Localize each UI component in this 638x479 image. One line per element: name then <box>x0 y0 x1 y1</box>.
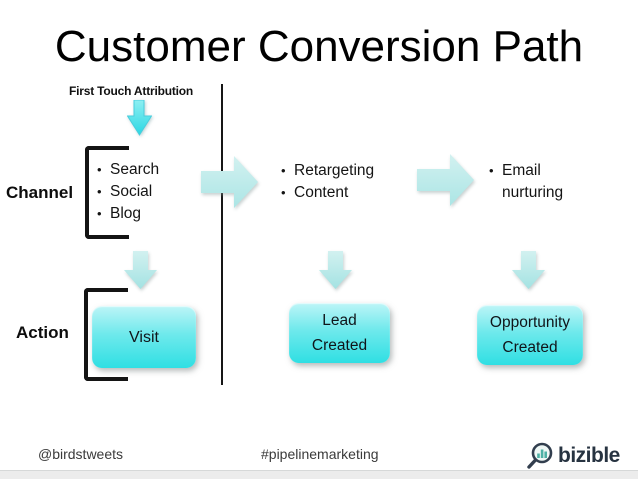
action-bracket <box>84 288 128 381</box>
divider-line <box>221 84 223 385</box>
list-item: • Search <box>97 159 159 181</box>
action-box-line: Created <box>311 337 368 354</box>
action-box-line: Opportunity <box>489 314 571 331</box>
bizible-logo: bizible <box>525 441 620 471</box>
channel-item: Content <box>294 184 349 201</box>
bottom-edge-strip <box>0 470 638 479</box>
twitter-handle: @birdstweets <box>38 446 124 462</box>
channel-row-label: Channel <box>6 183 74 202</box>
down-arrow-icon <box>512 251 545 289</box>
action-box-line: Created <box>502 339 558 356</box>
down-arrow-icon <box>319 251 352 289</box>
channel-item: Social <box>110 183 153 200</box>
list-item: • Email nurturing <box>489 160 580 204</box>
action-row-label: Action <box>16 323 69 342</box>
bullet-icon: • <box>281 163 286 178</box>
action-box-line: Visit <box>129 328 159 346</box>
list-item: • Social <box>97 181 159 203</box>
magnifier-chart-icon <box>527 442 553 469</box>
channel-bracket <box>85 146 129 239</box>
visit-action-box: Visit <box>92 306 196 368</box>
bullet-icon: • <box>489 163 494 178</box>
channel-item: Email nurturing <box>502 162 564 201</box>
down-arrow-icon <box>124 251 157 289</box>
list-item: • Blog <box>97 203 159 225</box>
channel-item: Retargeting <box>294 162 375 179</box>
hashtag: #pipelinemarketing <box>261 446 379 462</box>
bullet-icon: • <box>97 162 102 177</box>
right-arrow-icon <box>417 154 474 206</box>
action-box-line: Lead <box>322 312 357 329</box>
stage1-channel-list: • Search • Social • Blog <box>97 159 159 225</box>
bullet-icon: • <box>281 185 286 200</box>
page-title: Customer Conversion Path <box>54 22 584 71</box>
channel-item: Blog <box>110 205 142 222</box>
bullet-icon: • <box>97 184 102 199</box>
lead-created-action-box: Lead Created <box>289 303 390 363</box>
opportunity-created-action-box: Opportunity Created <box>477 305 583 365</box>
brand-name: bizible <box>558 444 620 467</box>
first-touch-attribution-label: First Touch Attribution <box>69 84 194 98</box>
stage3-channel-list: • Email nurturing <box>489 160 580 204</box>
list-item: • Content <box>281 182 374 204</box>
right-arrow-icon <box>201 156 258 208</box>
stage2-channel-list: • Retargeting • Content <box>281 160 374 204</box>
list-item: • Retargeting <box>281 160 374 182</box>
bullet-icon: • <box>97 206 102 221</box>
channel-item: Search <box>110 161 160 178</box>
down-arrow-icon <box>127 100 152 136</box>
